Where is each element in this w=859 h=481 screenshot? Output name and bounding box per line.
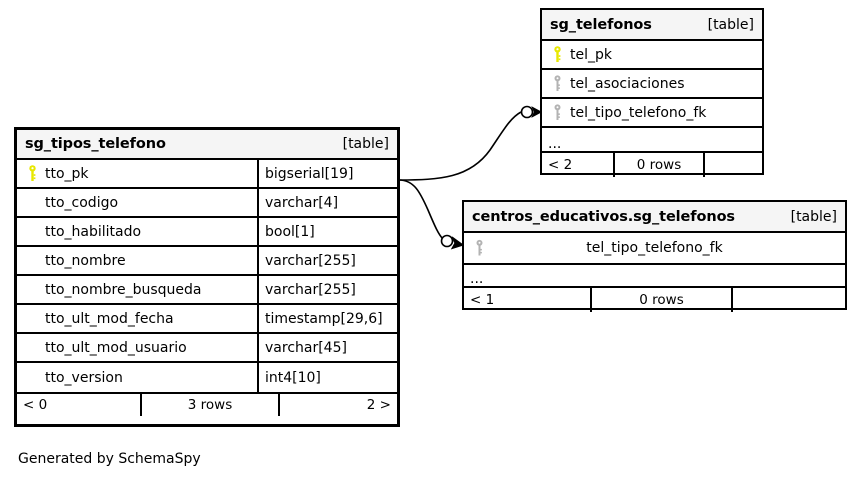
table-row[interactable]: tto_ult_mod_usuario varchar[45]	[17, 334, 397, 363]
table-row[interactable]: tto_ult_mod_fecha timestamp[29,6]	[17, 305, 397, 334]
table-row[interactable]: tto_nombre_busqueda varchar[255]	[17, 276, 397, 305]
table-kind-label: [table]	[707, 16, 754, 33]
more-columns-indicator: ...	[464, 265, 845, 288]
table-title: sg_tipos_telefono	[25, 136, 166, 152]
table-title: centros_educativos.sg_telefonos	[472, 208, 735, 225]
foreign-key-icon	[470, 239, 488, 257]
column-type: timestamp[29,6]	[265, 310, 383, 327]
table-sg-tipos-telefono[interactable]: sg_tipos_telefono [table] tto_pk bigseri…	[14, 127, 400, 427]
column-type-cell: varchar[255]	[257, 276, 397, 303]
column-name-cell: tel_pk	[542, 41, 762, 68]
table-footer-sg-telefonos: < 2 0 rows	[542, 153, 762, 177]
column-name: tel_tipo_telefono_fk	[570, 104, 707, 121]
column-name: tto_pk	[45, 165, 89, 182]
table-row[interactable]: tel_asociaciones	[542, 70, 762, 99]
table-row[interactable]: tto_codigo varchar[4]	[17, 189, 397, 218]
table-row[interactable]: tel_pk	[542, 41, 762, 70]
column-name-cell: tto_version	[17, 363, 257, 392]
column-name: tel_pk	[570, 46, 612, 63]
primary-key-icon	[23, 165, 41, 182]
footer-prev-link[interactable]: < 2	[548, 157, 573, 173]
column-name-cell: tto_nombre_busqueda	[17, 276, 257, 303]
column-name: tto_ult_mod_fecha	[45, 310, 174, 327]
table-header-sg-telefonos: sg_telefonos [table]	[542, 10, 762, 41]
table-header-sg-tipos-telefono: sg_tipos_telefono [table]	[17, 130, 397, 160]
table-kind-label: [table]	[342, 136, 389, 152]
column-type-cell: bigserial[19]	[257, 160, 397, 187]
diagram-caption: Generated by SchemaSpy	[18, 451, 201, 467]
column-name: tto_nombre	[45, 252, 126, 269]
column-type-cell: varchar[255]	[257, 247, 397, 274]
column-type-cell: varchar[45]	[257, 334, 397, 361]
column-type: varchar[255]	[265, 252, 356, 269]
column-type: varchar[4]	[265, 194, 339, 211]
column-name-cell: tto_codigo	[17, 189, 257, 216]
column-type: bool[1]	[265, 223, 315, 240]
footer-prev-link[interactable]: < 0	[23, 397, 48, 413]
column-type-cell: timestamp[29,6]	[257, 305, 397, 332]
table-row[interactable]: tel_tipo_telefono_fk	[464, 233, 845, 265]
column-type: bigserial[19]	[265, 165, 354, 182]
table-row[interactable]: tto_nombre varchar[255]	[17, 247, 397, 276]
table-row[interactable]: tto_pk bigserial[19]	[17, 160, 397, 189]
column-name-cell: tto_habilitado	[17, 218, 257, 245]
footer-row-count: 0 rows	[613, 153, 705, 177]
table-row[interactable]: tto_habilitado bool[1]	[17, 218, 397, 247]
column-name-cell: tel_asociaciones	[542, 70, 762, 97]
column-name: tel_tipo_telefono_fk	[586, 240, 723, 256]
column-name-cell: tel_tipo_telefono_fk	[464, 233, 845, 263]
footer-next-link[interactable]	[733, 288, 845, 312]
column-name: tto_version	[45, 369, 123, 386]
connector-line-to-centros-educativos	[398, 179, 444, 240]
column-name: tto_ult_mod_usuario	[45, 339, 187, 356]
column-name-cell: tto_ult_mod_fecha	[17, 305, 257, 332]
column-type-cell: bool[1]	[257, 218, 397, 245]
table-kind-label: [table]	[790, 208, 837, 225]
footer-row-count: 3 rows	[140, 394, 280, 416]
connector-endpoint-circle-sg-telefonos	[520, 105, 534, 119]
column-name-cell: tto_ult_mod_usuario	[17, 334, 257, 361]
footer-row-count: 0 rows	[590, 288, 733, 312]
footer-next-link[interactable]: 2 >	[366, 397, 391, 413]
connector-line-to-sg-telefonos	[398, 111, 522, 181]
ellipsis-text: ...	[470, 271, 484, 287]
column-name-cell: tto_nombre	[17, 247, 257, 274]
column-type-cell: int4[10]	[257, 363, 397, 392]
column-name: tto_nombre_busqueda	[45, 281, 202, 298]
table-sg-telefonos[interactable]: sg_telefonos [table] tel_pk	[540, 8, 764, 177]
table-header-centros-educativos-sg-telefonos: centros_educativos.sg_telefonos [table]	[464, 202, 845, 233]
column-type: int4[10]	[265, 369, 321, 386]
footer-prev-link[interactable]: < 1	[470, 292, 495, 308]
column-type: varchar[255]	[265, 281, 356, 298]
primary-key-icon	[548, 46, 566, 63]
connector-endpoint-circle-centros-educativos	[440, 234, 454, 248]
column-type-cell: varchar[4]	[257, 189, 397, 216]
column-name: tto_habilitado	[45, 223, 142, 240]
foreign-key-icon	[548, 104, 566, 121]
column-type: varchar[45]	[265, 339, 347, 356]
column-name-cell: tel_tipo_telefono_fk	[542, 99, 762, 126]
more-columns-indicator: ...	[542, 128, 762, 153]
column-name: tto_codigo	[45, 194, 119, 211]
foreign-key-icon	[548, 75, 566, 92]
table-centros-educativos-sg-telefonos[interactable]: centros_educativos.sg_telefonos [table] …	[462, 200, 847, 312]
footer-next-link[interactable]	[705, 153, 762, 177]
column-name-cell: tto_pk	[17, 160, 257, 187]
table-footer-sg-tipos-telefono: < 0 3 rows 2 >	[17, 392, 397, 416]
table-footer-centros-educativos-sg-telefonos: < 1 0 rows	[464, 288, 845, 312]
ellipsis-text: ...	[548, 136, 562, 152]
table-row[interactable]: tel_tipo_telefono_fk	[542, 99, 762, 128]
column-name: tel_asociaciones	[570, 75, 685, 92]
table-title: sg_telefonos	[550, 16, 652, 33]
table-row[interactable]: tto_version int4[10]	[17, 363, 397, 392]
